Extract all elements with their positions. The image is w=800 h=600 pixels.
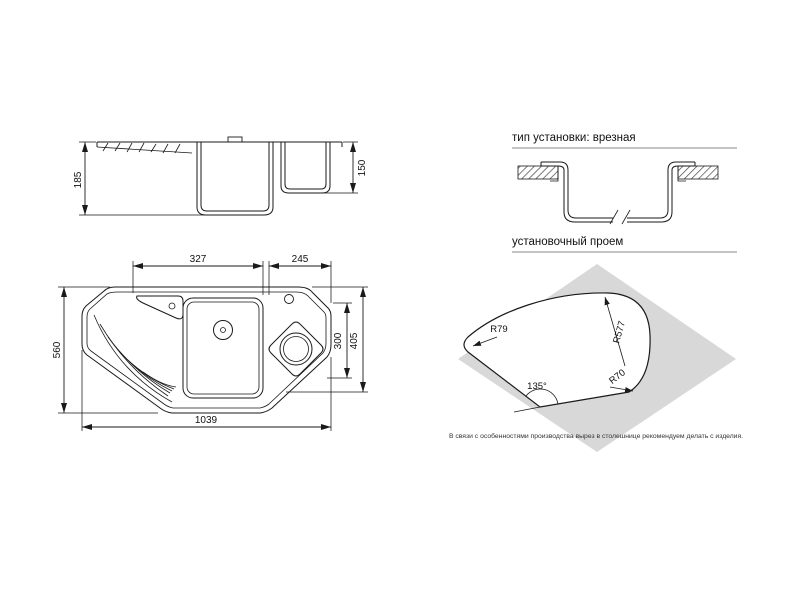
dim-plan-300: 300 [333, 332, 344, 349]
sink-section-profile [540, 161, 696, 225]
plan-dim-327 [132, 261, 264, 295]
plan-dim-560 [58, 286, 158, 414]
plan-main-bowl-inner [186, 301, 260, 395]
plan-corner-bowl [136, 295, 184, 320]
plan-right-bowl-circle-inner [283, 336, 309, 362]
dim-plan-560: 560 [52, 341, 63, 358]
side-main-bowl-outer [196, 142, 274, 216]
dim-side-small-depth: 150 [357, 159, 368, 176]
countertop-block-left [517, 165, 559, 180]
plan-dim-405 [286, 286, 368, 393]
side-dim-150 [322, 141, 358, 194]
dim-plan-405: 405 [349, 332, 360, 349]
opening-note: В связи с особенностями производства выр… [449, 432, 743, 440]
dim-plan-1039: 1039 [195, 415, 218, 426]
plan-right-bowl [268, 321, 324, 377]
plan-outline-inner [86, 291, 327, 409]
side-view: 185 150 [73, 136, 368, 216]
plan-dim-245 [268, 261, 332, 303]
angle-marking [513, 388, 559, 413]
r577-leader [604, 296, 626, 367]
plan-main-drain-center [220, 327, 226, 333]
opening-section: установочный проем 135° R79 R577 R70 В с… [449, 236, 743, 452]
side-rim [96, 141, 343, 147]
r70-leader [609, 386, 634, 393]
plan-main-drain [213, 320, 233, 340]
dim-plan-327: 327 [190, 254, 207, 265]
side-main-bowl [200, 142, 270, 212]
plan-right-bowl-circle [279, 332, 313, 366]
side-drainboard [96, 142, 193, 154]
dim-plan-245: 245 [292, 254, 309, 265]
plan-main-bowl [182, 297, 264, 399]
cutout-shape [463, 292, 651, 408]
side-small-bowl-outer [280, 142, 331, 194]
opening-title: установочный проем [512, 236, 623, 248]
countertop-block-right [677, 165, 719, 180]
dim-side-main-depth: 185 [73, 171, 84, 188]
plan-corner-drain [168, 302, 176, 310]
side-dim-185 [79, 141, 206, 216]
installation-section: тип установки: врезная [512, 132, 737, 225]
side-mixer-boss [227, 136, 243, 143]
angle-label: 135° [527, 381, 547, 392]
side-small-bowl [284, 142, 327, 190]
installation-title: тип установки: врезная [512, 132, 636, 144]
plan-dim-1039 [81, 350, 332, 431]
plan-outline-outer [81, 286, 332, 414]
plan-tap-hole [284, 294, 294, 304]
r79-label: R79 [490, 324, 507, 335]
plan-view: 327 245 560 300 405 1039 [52, 254, 368, 431]
plan-fan-ribs [93, 314, 177, 403]
r79-leader [472, 336, 498, 347]
